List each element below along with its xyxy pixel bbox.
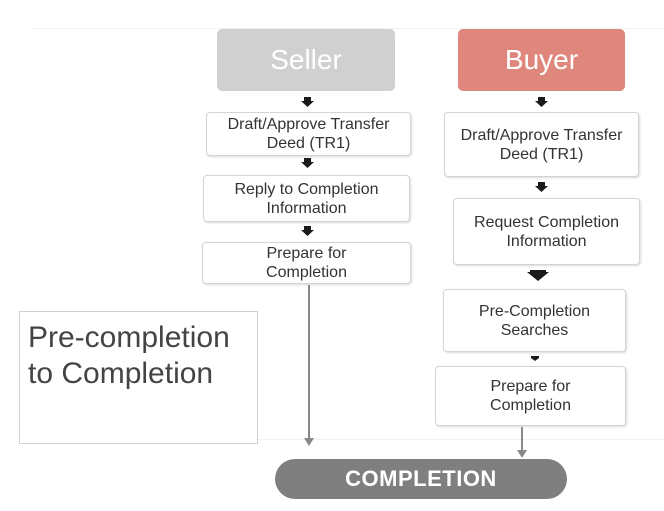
seller-step-prepare-completion: Prepare for Completion: [202, 242, 411, 284]
seller-to-completion-arrowhead: [304, 438, 314, 446]
buyer-to-completion-arrowhead: [517, 450, 527, 458]
stage-label: Pre-completion to Completion: [28, 321, 230, 390]
seller-step-reply-completion-info: Reply to Completion Information: [203, 175, 410, 222]
seller-arrow-3: [301, 226, 314, 236]
seller-arrows: [301, 97, 314, 236]
seller-arrow-2: [301, 158, 314, 168]
buyer-arrow-4: [531, 356, 539, 361]
buyer-arrow-3: [527, 270, 549, 281]
seller-header: Seller: [217, 29, 395, 91]
buyer-step-pre-completion-searches: Pre-Completion Searches: [443, 289, 626, 352]
seller-arrow-1: [301, 97, 314, 107]
buyer-step-prepare-completion: Prepare for Completion: [435, 366, 626, 426]
stage-label-box: Pre-completion to Completion: [19, 311, 258, 444]
buyer-header: Buyer: [458, 29, 625, 91]
buyer-arrows: [527, 97, 549, 361]
completion-node: COMPLETION: [275, 459, 567, 499]
buyer-step-draft-transfer-deed: Draft/Approve Transfer Deed (TR1): [444, 112, 639, 177]
buyer-arrow-2: [535, 182, 548, 192]
buyer-step-request-completion-info: Request Completion Information: [453, 198, 640, 265]
seller-step-draft-transfer-deed: Draft/Approve Transfer Deed (TR1): [206, 112, 411, 156]
buyer-arrow-1: [535, 97, 548, 107]
